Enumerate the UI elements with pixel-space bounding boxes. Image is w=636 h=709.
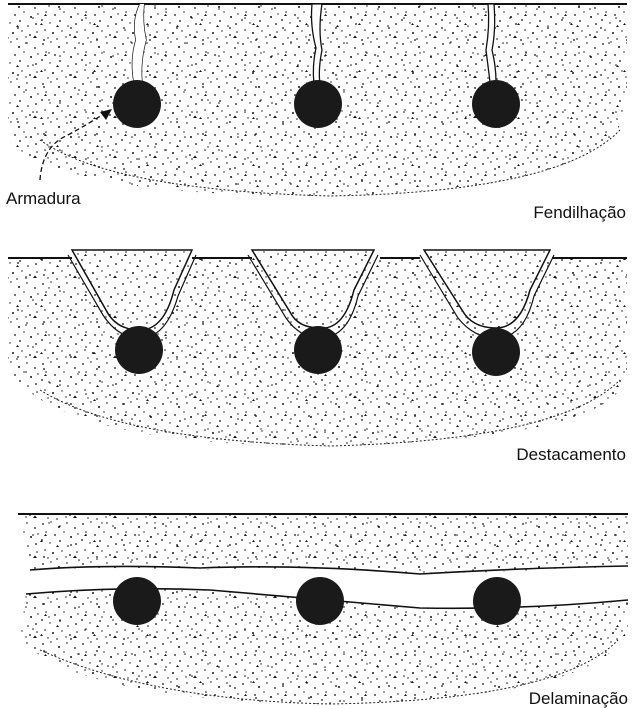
label-fendilhacao: Fendilhação bbox=[533, 204, 626, 221]
panel-delaminacao bbox=[18, 514, 628, 704]
rebar-1 bbox=[115, 326, 163, 374]
label-destacamento: Destacamento bbox=[516, 446, 626, 463]
rebar-3 bbox=[472, 80, 520, 128]
panel-fendilhacao bbox=[8, 4, 627, 196]
rebar-3 bbox=[473, 577, 521, 625]
rebar-3 bbox=[472, 328, 520, 376]
rebar-1 bbox=[113, 80, 161, 128]
rebar-2 bbox=[296, 577, 344, 625]
rebar-2 bbox=[294, 326, 342, 374]
spalled-cover bbox=[68, 250, 554, 338]
label-delaminacao: Delaminação bbox=[529, 690, 628, 707]
label-armadura: Armadura bbox=[6, 190, 81, 207]
delaminated-layer-overlay bbox=[18, 514, 628, 574]
rebar-2 bbox=[294, 80, 342, 128]
panel-destacamento bbox=[8, 250, 627, 446]
rebar-1 bbox=[113, 577, 161, 625]
